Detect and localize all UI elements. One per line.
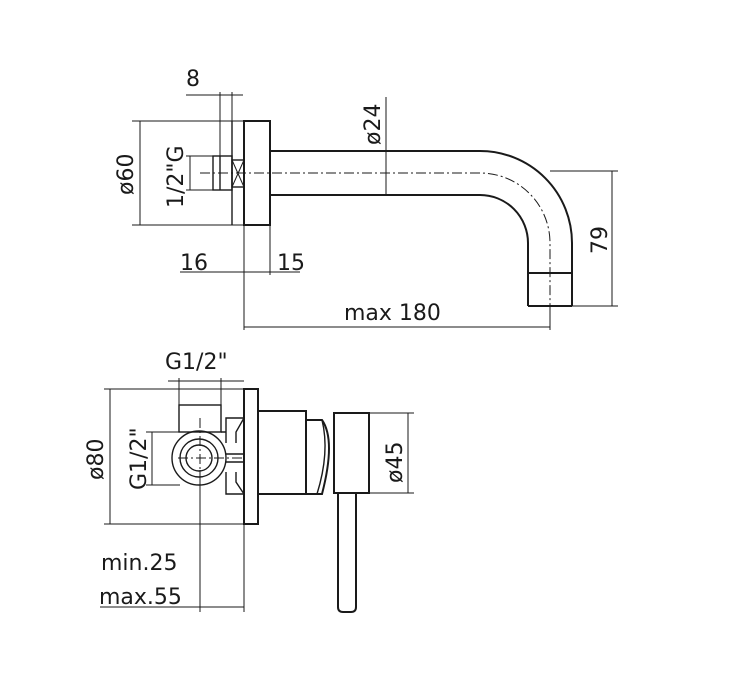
- dim-label-width: 8: [186, 67, 200, 92]
- dim-label-spout-diameter: ø24: [361, 104, 386, 145]
- dim-label-height: 79: [588, 226, 613, 254]
- dim-label-left-depth: 16: [180, 251, 208, 276]
- dim-label-side-thread: G1/2": [127, 427, 152, 490]
- mixer-lever-hub: [306, 419, 330, 495]
- dim-label-right-depth: 15: [277, 251, 305, 276]
- dim-label-min: min.25: [101, 551, 177, 576]
- mixer-body: [257, 410, 307, 495]
- spout-dimensions: [132, 92, 618, 330]
- mixer-lever: [337, 493, 357, 613]
- dim-label-plate-diameter: ø60: [114, 154, 139, 195]
- dim-label-mixer-plate-diameter: ø80: [84, 439, 109, 480]
- dim-label-top-thread: G1/2": [165, 350, 228, 375]
- dim-label-thread: 1/2"G: [164, 145, 189, 208]
- mixer-wall-plate: [243, 388, 259, 525]
- mixer-lever-block: [333, 412, 370, 494]
- mixer-dimensions: [100, 378, 414, 612]
- mixer-side-inlet-outer: [171, 430, 227, 486]
- dim-label-body-diameter: ø45: [383, 442, 408, 483]
- mixer-housing: [221, 417, 244, 495]
- dim-label-max: max.55: [99, 585, 182, 610]
- mixer-view: [171, 388, 370, 613]
- spout-tube: [270, 150, 573, 306]
- spout-centerline: [200, 172, 551, 320]
- dim-label-length: max 180: [344, 301, 441, 326]
